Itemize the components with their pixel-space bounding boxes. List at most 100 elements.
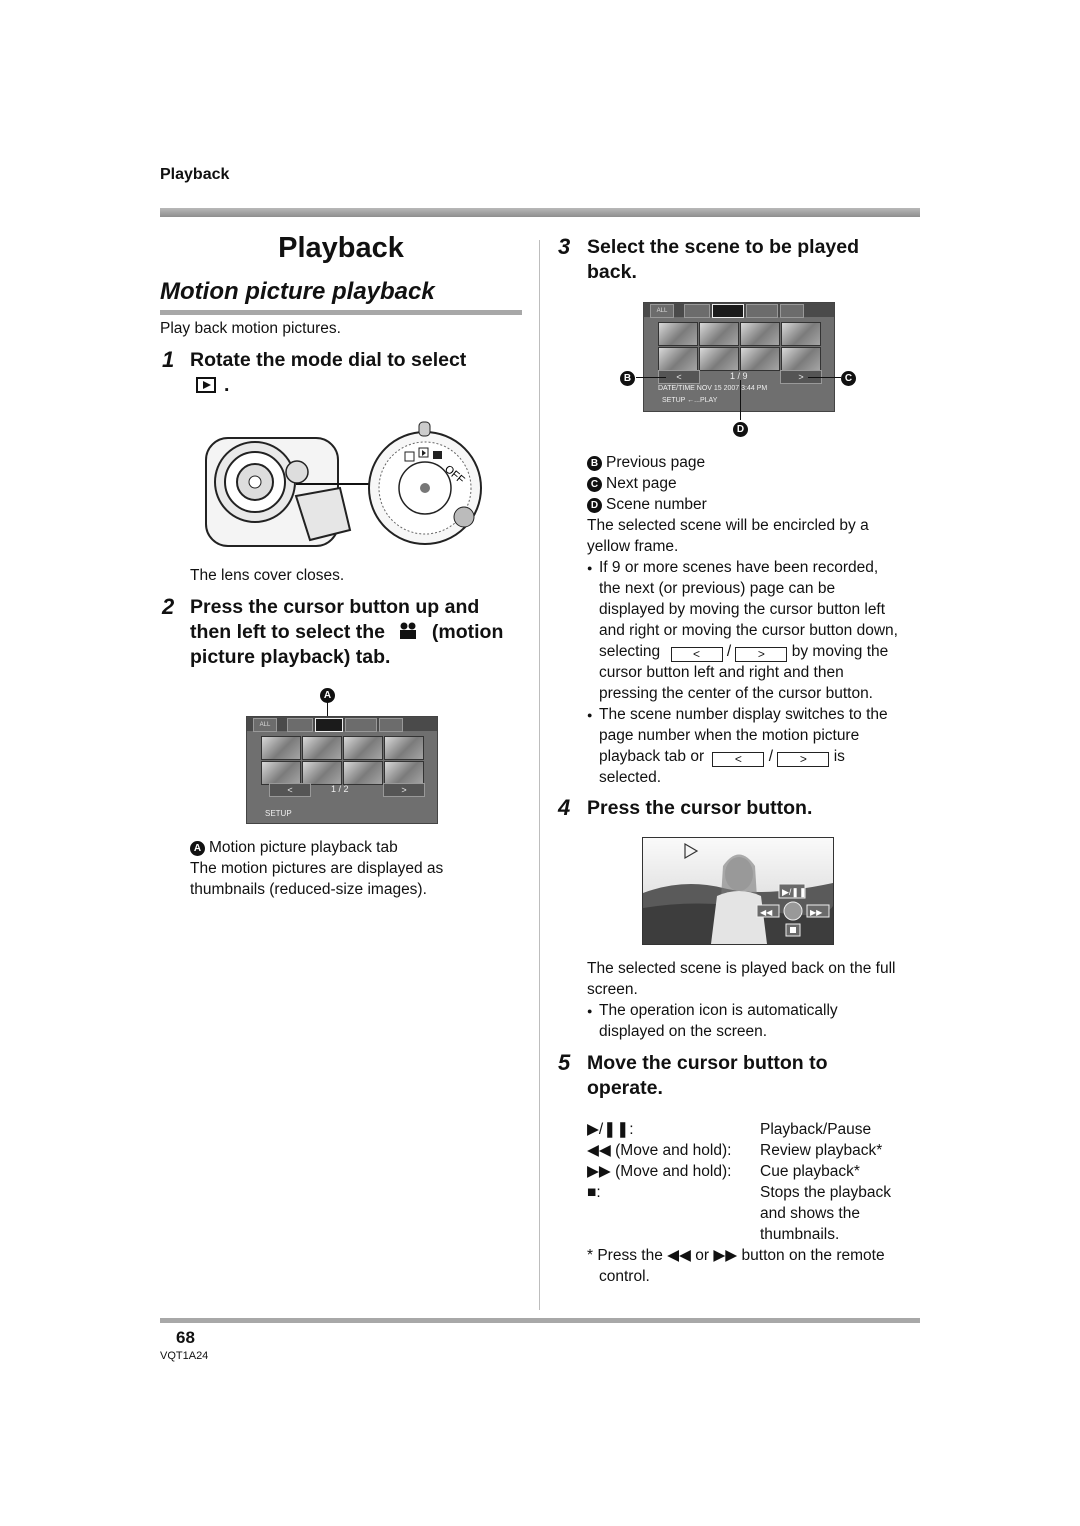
- step-3-bullet-1: ● If 9 or more scenes have been recorded…: [587, 557, 927, 704]
- control-row: ◀◀ (Move and hold): Review playback*: [587, 1140, 927, 1161]
- bullet-text: playback tab or: [599, 748, 705, 765]
- tab-extra: [780, 304, 804, 318]
- thumbnail: [302, 761, 342, 785]
- step-3-text: Select the scene to be played back.: [587, 235, 859, 285]
- thumbnail: [699, 322, 739, 346]
- prev-button-icon: <: [670, 647, 723, 662]
- footnote-text: control.: [599, 1268, 650, 1285]
- callout-a-line: [327, 702, 328, 718]
- bullet-line: playback tab or < / > is: [599, 746, 927, 767]
- scene-number-indicator: 1 / 9: [730, 371, 748, 381]
- step-5-number: 5: [558, 1050, 571, 1075]
- thumbnail: [261, 736, 301, 760]
- bullet-line: displayed on the screen.: [599, 1023, 768, 1040]
- next-button-icon: >: [735, 647, 788, 662]
- screen-tab-bar: ALL: [247, 717, 437, 732]
- step-3-bullet-2: ● The scene number display switches to t…: [587, 704, 927, 788]
- section-label: Playback: [160, 166, 230, 183]
- control-key: ▶/❚❚:: [587, 1121, 634, 1138]
- bullet-text: by moving the: [791, 643, 889, 660]
- thumbnail: [740, 347, 780, 371]
- bullet-icon: ●: [587, 710, 593, 720]
- bottom-rule: [160, 1318, 920, 1323]
- thumbnail: [261, 761, 301, 785]
- step-2-line-2a: then left to select the: [190, 621, 386, 643]
- thumbnail: [384, 736, 424, 760]
- intro-text: Play back motion pictures.: [160, 320, 341, 337]
- callout-a: A: [320, 686, 339, 704]
- step-4-desc-2: screen.: [587, 981, 638, 998]
- step-5-line-1: Move the cursor button to: [587, 1052, 828, 1074]
- bullet-line: selecting < / > by moving the: [599, 641, 927, 662]
- bullet-line: If 9 or more scenes have been recorded,: [599, 559, 879, 576]
- tab-extra: [379, 718, 403, 732]
- thumbnail: [658, 322, 698, 346]
- footnote-text: or: [695, 1247, 710, 1264]
- playback-mode-icon: [196, 377, 216, 393]
- bullet-line: displayed by moving the cursor button le…: [599, 601, 886, 618]
- page-number: 68: [176, 1328, 195, 1347]
- bullet-icon: ●: [587, 563, 593, 573]
- thumbnail: [699, 347, 739, 371]
- rewind-icon: ◀◀: [667, 1247, 691, 1264]
- step-2-number: 2: [162, 594, 175, 619]
- step-2-desc-2: thumbnails (reduced-size images).: [190, 881, 427, 898]
- step-4-desc-1: The selected scene is played back on the…: [587, 960, 896, 977]
- step-3-number: 3: [558, 234, 571, 259]
- prev-page-bar: <: [269, 783, 311, 797]
- tab-motion: [315, 718, 343, 732]
- step-3-desc-2: yellow frame.: [587, 538, 679, 555]
- thumbnail: [384, 761, 424, 785]
- footnote-text: button on the remote: [741, 1247, 885, 1264]
- tab-photo: [345, 718, 377, 732]
- step-5-line-2: operate.: [587, 1077, 663, 1099]
- svg-text:▶▶: ▶▶: [810, 908, 823, 917]
- control-value: Cue playback*: [760, 1163, 860, 1180]
- remote-footnote: * Press the ◀◀ or ▶▶ button on the remot…: [587, 1245, 927, 1287]
- step-4-text: Press the cursor button.: [587, 797, 813, 819]
- step-4-bullet: ● The operation icon is automatically di…: [587, 1000, 927, 1042]
- thumbnail: [781, 347, 821, 371]
- bullet-text: selecting: [599, 643, 661, 660]
- footnote-text: * Press the: [587, 1247, 663, 1264]
- step-1-period: .: [224, 374, 230, 396]
- thumbnail-screen-tab: ALL < 1 / 2 > SETUP: [246, 716, 438, 824]
- control-key: ■:: [587, 1184, 601, 1201]
- step-3-line-1: Select the scene to be played: [587, 236, 860, 258]
- control-value: Stops the playback: [760, 1184, 891, 1201]
- step-2-desc-1: The motion pictures are displayed as: [190, 860, 444, 877]
- slash: /: [726, 643, 732, 660]
- step-3-desc-1: The selected scene will be encircled by …: [587, 517, 869, 534]
- prev-button-icon: <: [712, 752, 765, 767]
- step-5-text: Move the cursor button to operate.: [587, 1051, 828, 1101]
- section-subtitle: Motion picture playback: [160, 278, 435, 305]
- playback-screen-photo: ▶/❚❚ ◀◀ ▶▶: [642, 837, 834, 945]
- fast-forward-icon: ▶▶: [713, 1247, 738, 1264]
- control-row: ▶/❚❚: Playback/Pause: [587, 1119, 927, 1140]
- svg-text:◀◀: ◀◀: [760, 908, 773, 917]
- page-indicator: 1 / 2: [331, 784, 349, 794]
- control-row: ■: Stops the playback and shows the thum…: [587, 1182, 927, 1245]
- step-1-note: The lens cover closes.: [190, 567, 345, 584]
- bullet-line: the next (or previous) page can be: [599, 580, 836, 597]
- slash: /: [768, 748, 774, 765]
- tab-motion: [712, 304, 744, 318]
- thumbnail: [302, 736, 342, 760]
- tab-all: ALL: [253, 718, 277, 732]
- control-value-cont: and shows the: [760, 1205, 860, 1222]
- thumbnail: [740, 322, 780, 346]
- thumbnail: [343, 761, 383, 785]
- step-2-line-3: picture playback) tab.: [190, 646, 391, 668]
- column-divider: [539, 240, 540, 1310]
- thumbnail: [781, 322, 821, 346]
- step-1-text: Rotate the mode dial to select: [190, 349, 467, 371]
- step-2-text: Press the cursor button up and then left…: [190, 595, 530, 670]
- subtitle-rule: [160, 310, 522, 315]
- bullet-line: page number when the motion picture: [599, 727, 860, 744]
- top-rule: [160, 208, 920, 217]
- control-value: Playback/Pause: [760, 1121, 872, 1138]
- step-3-line-2: back.: [587, 261, 637, 283]
